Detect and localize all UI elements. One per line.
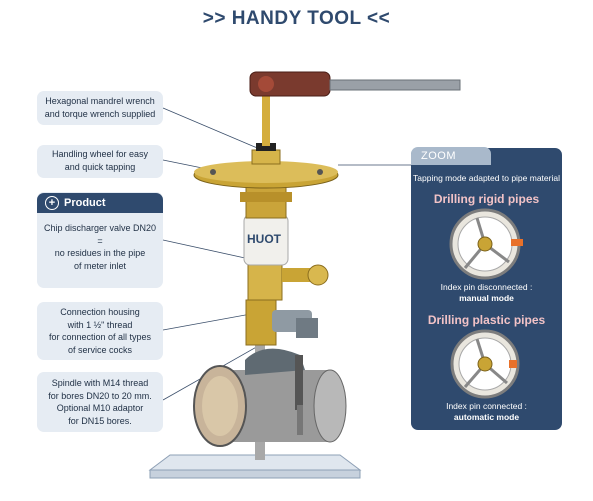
product-tab: + Product (37, 193, 163, 213)
callout-wrench-line2: and torque wrench supplied (44, 108, 156, 119)
rigid-caption: Index pin disconnected : manual mode (411, 282, 562, 304)
product-text: Chip discharger valve DN20 = no residues… (37, 222, 163, 272)
rigid-wheel-image (449, 208, 523, 280)
callout-spindle-line1: Spindle with M14 thread (51, 378, 149, 388)
brand-logo: HUOT (247, 230, 287, 248)
wrench-handle (329, 79, 461, 91)
callout-housing-line4: of service cocks (67, 344, 133, 355)
page-title: >> HANDY TOOL << (202, 8, 391, 29)
callout-wheel: Handling wheel for easy and quick tappin… (37, 145, 163, 178)
product-line2: = (97, 235, 103, 246)
callout-housing-line2: with 1 ½" thread (67, 319, 133, 330)
huot-logo-text: HUOT (247, 232, 281, 246)
zoom-tab: ZOOM (411, 147, 491, 165)
zoom-subtitle: Tapping mode adapted to pipe material (413, 173, 560, 183)
plastic-caption1: Index pin connected : (446, 401, 527, 411)
product-label: Product (64, 197, 106, 209)
rigid-caption1: Index pin disconnected : (440, 282, 533, 292)
plastic-wheel-image (450, 329, 520, 399)
plastic-heading: Drilling plastic pipes (427, 313, 546, 327)
product-line4: of meter inlet (73, 260, 127, 271)
callout-wheel-line1: Handling wheel for easy (51, 149, 149, 159)
callout-spindle-line3: Optional M10 adaptor (56, 403, 144, 413)
plastic-caption: Index pin connected : automatic mode (411, 401, 562, 423)
pipe (193, 365, 347, 447)
callout-spindle: Spindle with M14 thread for bores DN20 t… (37, 372, 163, 432)
callout-housing-line3: for connection of all types (48, 332, 152, 342)
callout-housing: Connection housing with 1 ½" thread for … (37, 302, 163, 360)
plastic-caption2: automatic mode (453, 412, 520, 422)
callout-housing-line1: Connection housing (60, 307, 140, 317)
rigid-caption2: manual mode (459, 293, 514, 303)
product-line1: Chip discharger valve DN20 (43, 223, 157, 233)
callout-wrench-line1: Hexagonal mandrel wrench (45, 96, 155, 106)
callout-spindle-line4: for DN15 bores. (68, 415, 132, 426)
product-line3: no residues in the pipe (54, 248, 146, 258)
callout-spindle-line2: for bores DN20 to 20 mm. (48, 390, 152, 401)
callout-wheel-line2: and quick tapping (64, 161, 136, 172)
plus-icon: + (45, 196, 59, 211)
callout-wrench: Hexagonal mandrel wrench and torque wren… (37, 91, 163, 125)
rigid-heading: Drilling rigid pipes (433, 192, 540, 206)
